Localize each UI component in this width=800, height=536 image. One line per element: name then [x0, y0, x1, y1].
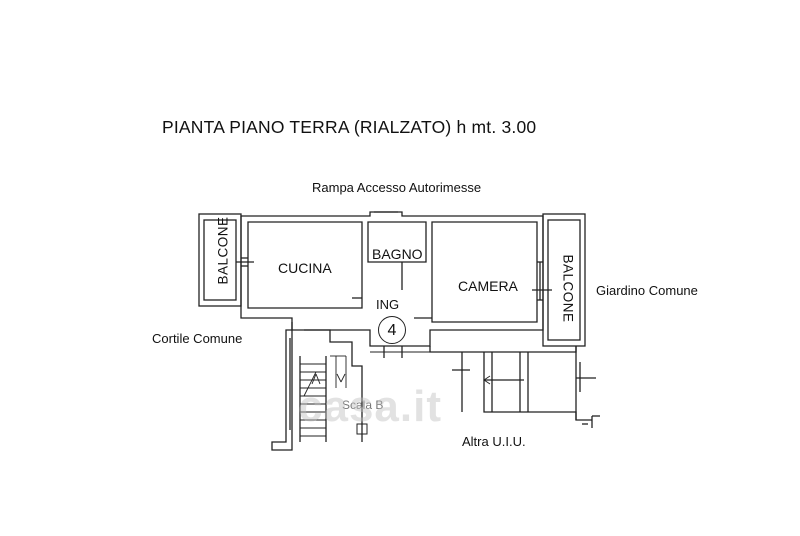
watermark-logo: casa.it — [298, 382, 442, 431]
label-rampa-accesso: Rampa Accesso Autorimesse — [312, 180, 482, 195]
unit-number-badge: 4 — [378, 316, 406, 344]
camera-walls — [431, 221, 538, 323]
room-label-ing: ING — [376, 297, 400, 312]
room-label-balcone-right: BALCONE — [560, 254, 576, 323]
room-label-bagno: BAGNO — [372, 246, 423, 262]
cucina-walls — [247, 221, 363, 309]
label-scala-b: Scala B — [342, 398, 384, 412]
plan-title: PIANTA PIANO TERRA (RIALZATO) h mt. 3.00 — [162, 117, 537, 137]
room-label-camera: CAMERA — [458, 278, 518, 294]
balcony-right-outline — [542, 213, 586, 347]
room-label-balcone-left: BALCONE — [215, 216, 231, 285]
bagno-walls — [367, 221, 427, 263]
label-giardino-comune: Giardino Comune — [596, 283, 698, 298]
label-cortile-comune: Cortile Comune — [152, 331, 243, 346]
room-label-cucina: CUCINA — [278, 260, 332, 276]
label-altra-uiu: Altra U.I.U. — [462, 434, 526, 449]
